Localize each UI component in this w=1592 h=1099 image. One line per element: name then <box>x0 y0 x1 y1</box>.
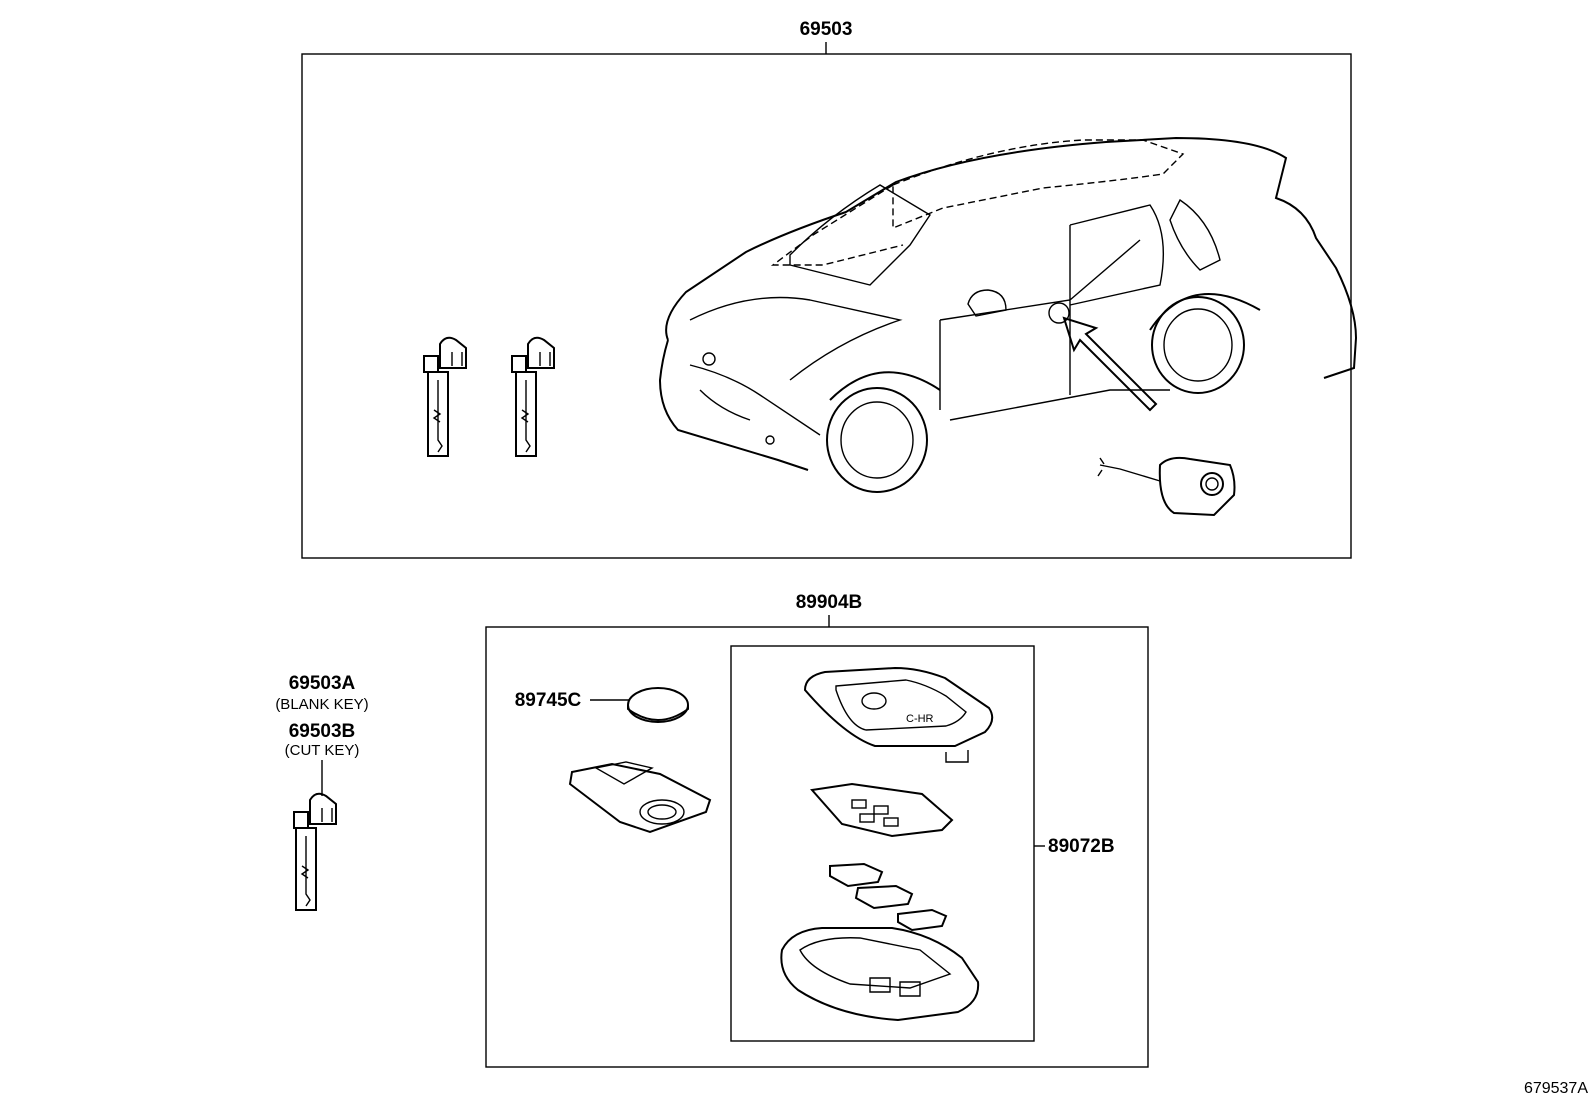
small-clip-1-icon <box>829 862 884 888</box>
coin-battery-icon <box>627 687 689 723</box>
housing-box <box>730 645 1035 1042</box>
label-blank-key-desc: (BLANK KEY) <box>275 696 368 713</box>
label-key-housing: 89072B <box>1048 836 1115 857</box>
blank-key-icon <box>293 792 337 911</box>
small-clip-3-icon <box>897 908 948 932</box>
emblem-text: C-HR <box>906 713 934 725</box>
label-transmitter-assy: 89904B <box>796 592 863 613</box>
kit-box <box>301 53 1352 559</box>
button-pad-icon <box>810 782 954 838</box>
circuit-board-icon <box>568 761 712 834</box>
figure-id: 679537A <box>1524 1080 1588 1097</box>
key-case-bottom-icon <box>780 927 980 1022</box>
vehicle-illustration <box>658 136 1358 493</box>
label-blank-key-code: 69503A <box>289 673 356 694</box>
key-cover-top-icon: C-HR <box>803 666 994 763</box>
key-1-icon <box>423 336 467 457</box>
label-cut-key-code: 69503B <box>289 721 356 742</box>
label-cut-key-desc: (CUT KEY) <box>285 742 360 759</box>
small-clip-2-icon <box>854 884 914 910</box>
label-battery: 89745C <box>515 690 582 711</box>
transmitter-box <box>485 626 1149 1068</box>
label-kit: 69503 <box>800 19 853 40</box>
key-2-icon <box>511 336 555 457</box>
door-lock-cylinder-icon <box>1097 456 1236 517</box>
